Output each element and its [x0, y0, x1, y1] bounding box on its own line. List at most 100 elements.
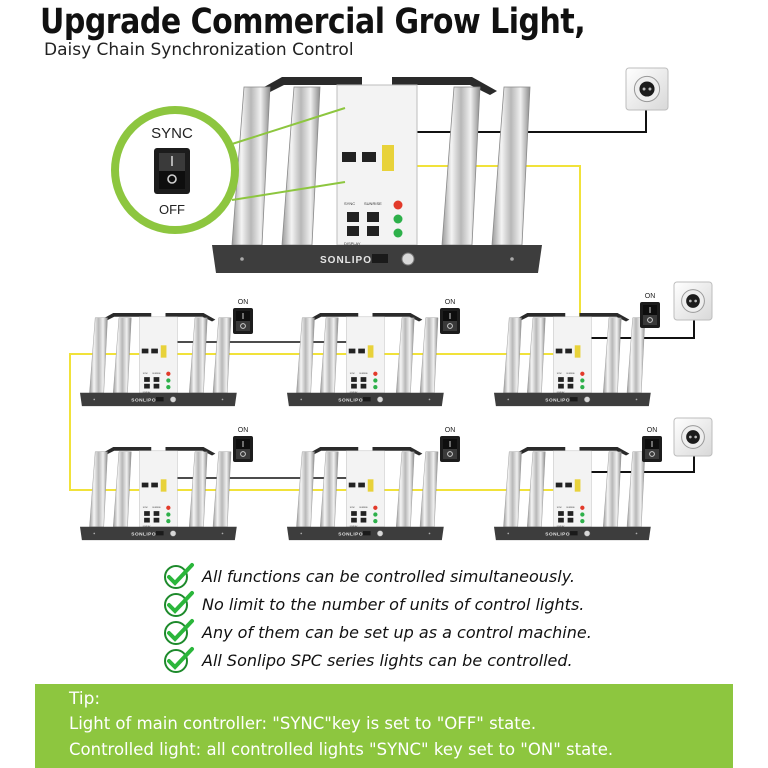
panel-label-display: DISPLAY — [557, 525, 566, 528]
on-switch: ON — [440, 299, 460, 334]
control-button — [373, 512, 378, 517]
checkmark-icon — [164, 619, 194, 645]
panel-label-sunrise: SUNRISE — [152, 507, 161, 509]
light-bar — [189, 451, 208, 527]
light-bar — [396, 317, 415, 393]
connector-port — [565, 348, 572, 354]
panel-key — [567, 517, 574, 523]
wall-outlet-icon — [673, 417, 713, 457]
panel-label-display: DISPLAY — [143, 525, 152, 528]
sync-connector — [574, 479, 581, 492]
light-bar — [396, 451, 415, 527]
tip-line: Controlled light: all controlled lights … — [69, 740, 614, 759]
light-bar — [281, 86, 321, 246]
checkmark-icon — [164, 647, 194, 673]
light-bar — [491, 86, 531, 246]
panel-label-sunrise: SUNRISE — [566, 507, 575, 509]
panel-label-sunrise: SUNRISE — [359, 507, 368, 509]
connector-port — [151, 482, 158, 488]
panel-key — [558, 383, 564, 389]
feature-text: All Sonlipo SPC series lights can be con… — [202, 650, 573, 670]
list-item: All functions can be controlled simultan… — [162, 562, 592, 590]
dimmer-knob — [584, 396, 591, 403]
panel-key — [153, 511, 160, 516]
light-bar — [320, 451, 339, 527]
panel-key — [144, 511, 150, 516]
sync-connector — [574, 345, 581, 358]
wall-outlet-icon — [673, 281, 713, 321]
panel-key — [558, 517, 564, 523]
light-bar — [212, 451, 232, 527]
light-bar — [527, 317, 546, 393]
brand-label: SONLIPO — [131, 397, 156, 403]
tip-panel: Tip: Light of main controller: "SYNC"key… — [35, 684, 733, 768]
panel-key — [351, 383, 357, 389]
connector-port — [555, 348, 563, 354]
callout-sync-label: SYNC — [151, 125, 193, 142]
on-switch: ON — [642, 427, 662, 462]
control-button — [580, 505, 585, 510]
panel-key — [367, 212, 379, 222]
panel-label-sync: SYNC — [350, 507, 356, 509]
light-bar — [189, 317, 208, 393]
checkmark-icon — [164, 591, 194, 617]
panel-key — [360, 383, 367, 389]
panel-label-display: DISPLAY — [557, 391, 566, 394]
control-button — [166, 512, 171, 517]
feature-text: All functions can be controlled simultan… — [202, 566, 575, 586]
control-button — [166, 384, 171, 390]
control-button — [373, 371, 378, 376]
light-bar — [296, 317, 315, 393]
control-button — [166, 518, 171, 524]
control-button — [393, 200, 403, 210]
switch-on-label: ON — [645, 293, 656, 300]
panel-label-display: DISPLAY — [350, 525, 359, 528]
connector-port — [555, 482, 563, 488]
panel-label-display: DISPLAY — [143, 391, 152, 394]
brand-label: SONLIPO — [545, 397, 570, 403]
light-bar — [113, 317, 132, 393]
tip-title: Tip: — [69, 689, 101, 709]
page-subtitle: Daisy Chain Synchronization Control — [44, 40, 354, 60]
panel-label-sync: SYNC — [557, 507, 563, 509]
brand-label: SONLIPO — [545, 531, 570, 537]
light-bar — [320, 317, 339, 393]
dimmer-knob — [170, 396, 177, 403]
panel-label-sync: SYNC — [344, 201, 355, 206]
on-switch: ON — [640, 293, 660, 328]
control-button — [580, 384, 585, 390]
light-bar — [503, 317, 522, 393]
panel-label-sunrise: SUNRISE — [152, 373, 161, 375]
connector-port — [141, 482, 149, 488]
brand-label: SONLIPO — [131, 531, 156, 537]
control-button — [373, 384, 378, 390]
sync-connector — [367, 345, 374, 358]
control-button — [373, 505, 378, 510]
sync-connector — [382, 145, 394, 171]
light-bar — [626, 451, 646, 527]
control-button — [166, 371, 171, 376]
led-display — [156, 531, 164, 536]
panel-label-sync: SYNC — [350, 373, 356, 375]
connector-port — [358, 348, 365, 354]
connector-port — [348, 348, 356, 354]
panel-key — [360, 511, 367, 516]
switch-on-label: ON — [238, 427, 249, 434]
panel-key — [567, 383, 574, 389]
control-button — [166, 378, 171, 383]
panel-key — [360, 517, 367, 523]
control-button — [166, 505, 171, 510]
dimmer-knob — [377, 396, 384, 403]
panel-key — [567, 511, 574, 516]
light-bar — [419, 451, 439, 527]
brand-label: SONLIPO — [320, 255, 372, 266]
on-switch: ON — [233, 427, 253, 462]
sync-connector — [160, 345, 167, 358]
list-item: No limit to the number of units of contr… — [162, 590, 592, 618]
